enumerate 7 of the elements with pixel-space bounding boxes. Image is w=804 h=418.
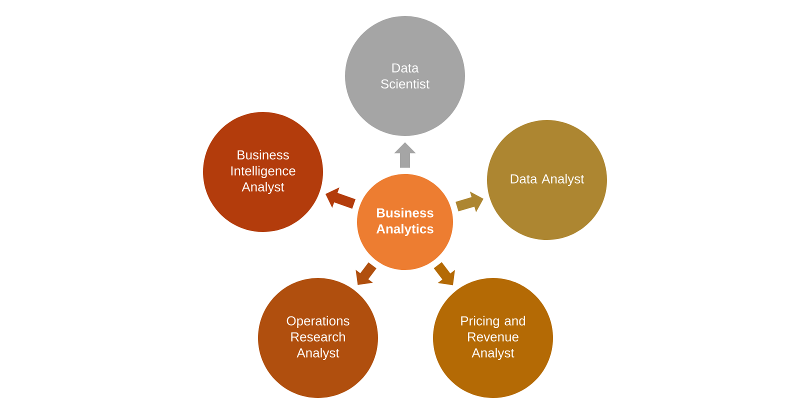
circle-node: Business Intelligence Analyst [203, 112, 323, 232]
block-arrow [434, 262, 455, 286]
circle-node: Data Scientist [345, 16, 465, 136]
circle-node: Operations Research Analyst [258, 278, 378, 398]
circle-node: Business Analytics [357, 174, 453, 270]
circle-node: Data Analyst [487, 120, 607, 240]
circle-node: Pricing and Revenue Analyst [433, 278, 553, 398]
